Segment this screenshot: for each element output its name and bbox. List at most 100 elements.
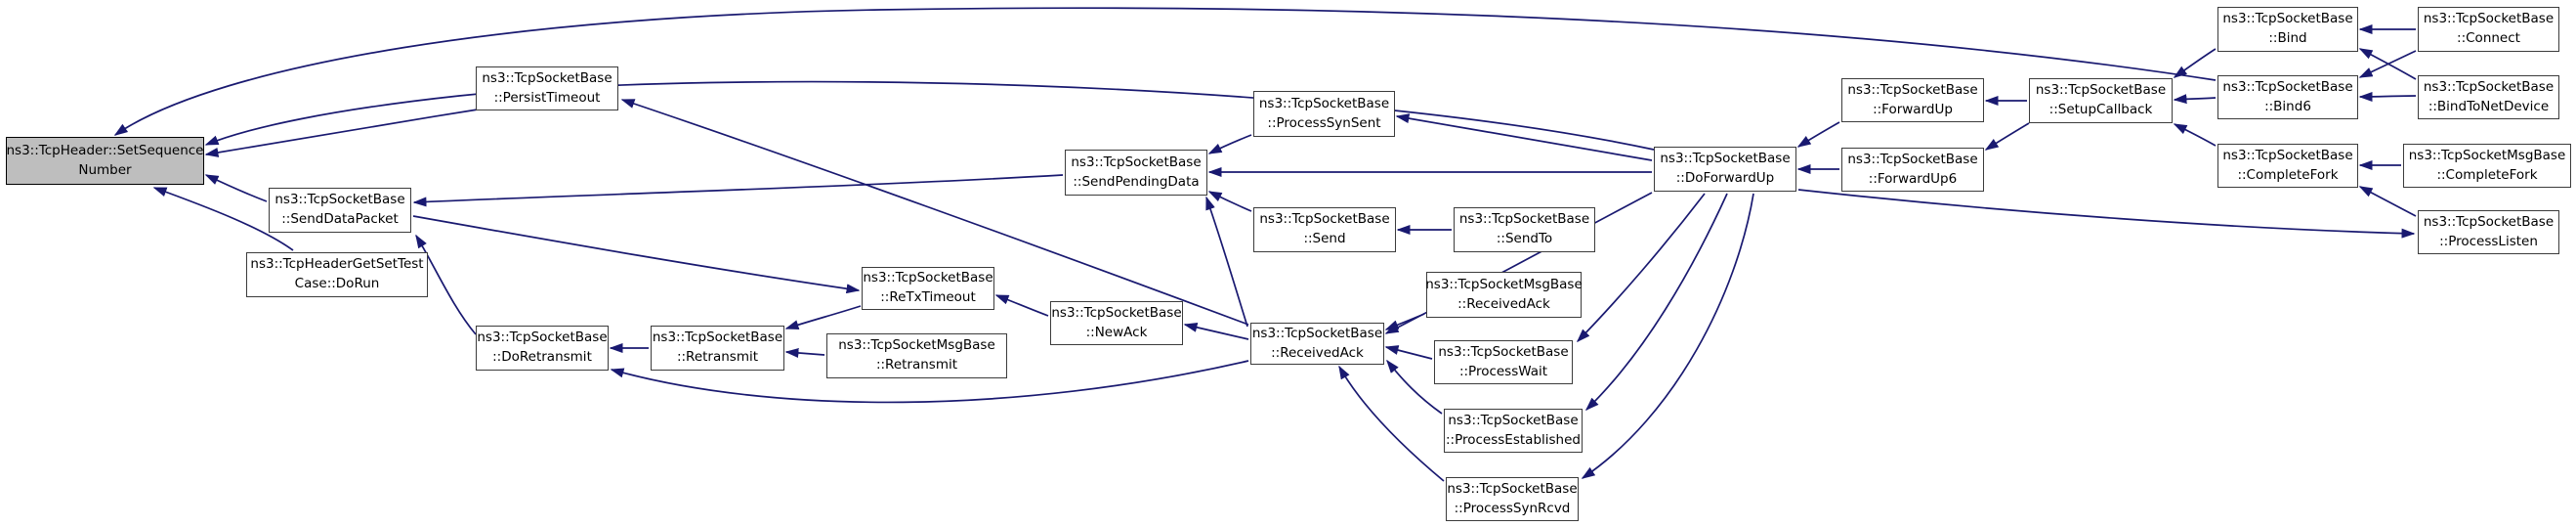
node-bind-to-net-device[interactable]: ns3::TcpSocketBase::BindToNetDevice: [2418, 75, 2559, 119]
node-label-line2: ::BindToNetDevice: [2428, 98, 2550, 114]
node-complete-fork[interactable]: ns3::TcpSocketBase::CompleteFork: [2217, 144, 2358, 188]
edge-msg-retransmit-to-retransmit: [784, 347, 825, 358]
edge-send-to-send-pending-data: [1207, 191, 1252, 212]
edge-setup-callback-to-forward-up6: [1984, 122, 2030, 151]
edge-new-ack-to-retx-timeout: [994, 294, 1049, 317]
node-label-line2: ::SendTo: [1496, 231, 1553, 246]
node-label-line1: ns3::TcpSocketBase: [1458, 211, 1590, 228]
edge-do-forward-up-to-process-syn-sent: [1395, 113, 1653, 161]
node-label-line2: ::DoRetransmit: [492, 349, 592, 365]
edge-received-ack-to-do-retransmit: [610, 360, 1249, 404]
node-send-pending-data[interactable]: ns3::TcpSocketBase::SendPendingData: [1065, 150, 1207, 196]
node-persist-timeout[interactable]: ns3::TcpSocketBase::PersistTimeout: [476, 66, 618, 110]
node-label-line1: ns3::TcpSocketBase: [482, 69, 612, 86]
node-label-line2: ::SendPendingData: [1073, 173, 1200, 190]
edge-send-pending-data-to-send-data-packet: [412, 174, 1064, 207]
node-forward-up[interactable]: ns3::TcpSocketBase::ForwardUp: [1841, 78, 1984, 122]
node-process-syn-sent[interactable]: ns3::TcpSocketBase::ProcessSynSent: [1253, 91, 1395, 137]
node-bind[interactable]: ns3::TcpSocketBase::Bind: [2217, 7, 2358, 52]
node-label-line2: ::Bind: [2268, 30, 2307, 46]
node-label-line2: ::ForwardUp6: [1868, 170, 1958, 187]
edge-do-forward-up-to-set-sequence-number: [204, 80, 1655, 151]
node-process-wait[interactable]: ns3::TcpSocketBase::ProcessWait: [1434, 340, 1573, 384]
edge-connect-to-bind6: [2358, 50, 2417, 78]
node-label-line2: ::SetupCallback: [2048, 102, 2153, 117]
node-label-line1: ns3::TcpSocketMsgBase: [838, 337, 995, 354]
node-send-to[interactable]: ns3::TcpSocketBase::SendTo: [1454, 207, 1595, 252]
edge-process-wait-to-received-ack: [1384, 345, 1433, 360]
node-connect[interactable]: ns3::TcpSocketBase::Connect: [2418, 7, 2559, 52]
node-label-line1: ns3::TcpSocketBase: [1071, 154, 1202, 170]
node-msg-retransmit[interactable]: ns3::TcpSocketMsgBase::Retransmit: [826, 333, 1007, 378]
node-do-forward-up[interactable]: ns3::TcpSocketBase::DoForwardUp: [1654, 147, 1796, 192]
node-do-retransmit[interactable]: ns3::TcpSocketBase::DoRetransmit: [476, 326, 609, 371]
node-label-line2: Case::DoRun: [294, 276, 380, 291]
node-new-ack[interactable]: ns3::TcpSocketBase::NewAck: [1050, 301, 1183, 345]
edge-do-forward-up-to-process-wait: [1576, 193, 1706, 343]
node-label-line2: ::SendDataPacket: [281, 211, 399, 227]
node-retx-timeout[interactable]: ns3::TcpSocketBase::ReTxTimeout: [862, 267, 994, 310]
edge-bind-to-net-device-to-bind6: [2358, 91, 2417, 102]
edge-received-ack-to-new-ack: [1183, 323, 1249, 340]
edge-bind-to-setup-callback: [2173, 48, 2217, 78]
node-label-line1: ns3::TcpSocketBase: [1438, 343, 1569, 360]
node-msg-complete-fork[interactable]: ns3::TcpSocketMsgBase::CompleteFork: [2403, 144, 2571, 188]
node-label-line2: Number: [78, 161, 132, 178]
node-label-line1: ns3::TcpSocketBase: [652, 329, 783, 346]
node-forward-up6[interactable]: ns3::TcpSocketBase::ForwardUp6: [1841, 148, 1984, 192]
node-retransmit[interactable]: ns3::TcpSocketBase::Retransmit: [651, 326, 784, 371]
node-label-line1: ns3::TcpSocketBase: [2423, 11, 2555, 27]
node-label-line1: ns3::TcpSocketBase: [2423, 213, 2555, 230]
edge-process-established-to-received-ack: [1386, 359, 1443, 415]
edge-send-data-packet-to-retx-timeout: [412, 215, 861, 294]
node-label-line2: ::ProcessWait: [1458, 363, 1548, 379]
node-label-line2: ::ProcessSynRcvd: [1454, 500, 1571, 516]
edge-bind6-to-setup-callback: [2173, 94, 2217, 105]
node-label-line2: ::ProcessSynSent: [1267, 114, 1381, 131]
edge-do-forward-up-to-process-listen: [1797, 189, 2416, 239]
node-label-line1: ns3::TcpSocketBase: [1660, 151, 1791, 167]
node-label-line1: ns3::TcpSocketBase: [1051, 304, 1182, 321]
node-label-line2: ::Retransmit: [875, 357, 958, 373]
edge-process-syn-sent-to-send-pending-data: [1207, 134, 1252, 154]
node-label-line1: ns3::TcpSocketBase: [477, 329, 608, 346]
node-label-line1: ns3::TcpSocketBase: [863, 270, 993, 286]
node-received-ack[interactable]: ns3::TcpSocketBase::ReceivedAck: [1250, 323, 1384, 365]
node-label-line1: ns3::TcpSocketBase: [1251, 325, 1383, 341]
node-process-listen[interactable]: ns3::TcpSocketBase::ProcessListen: [2418, 210, 2559, 254]
node-label-line1: ns3::TcpSocketBase: [1448, 412, 1579, 428]
node-label-line2: ::ProcessEstablished: [1446, 431, 1581, 448]
node-send-data-packet[interactable]: ns3::TcpSocketBase::SendDataPacket: [269, 188, 411, 233]
edge-do-forward-up-to-process-established: [1584, 193, 1728, 412]
edge-process-listen-to-complete-fork: [2358, 186, 2417, 217]
node-label-line2: ::DoForwardUp: [1675, 170, 1775, 186]
node-setup-callback[interactable]: ns3::TcpSocketBase::SetupCallback: [2029, 78, 2173, 123]
node-label-line2: ::NewAck: [1085, 324, 1148, 340]
edge-complete-fork-to-setup-callback: [2173, 123, 2217, 147]
node-msg-received-ack[interactable]: ns3::TcpSocketMsgBase::ReceivedAck: [1425, 272, 1583, 318]
node-label-line1: ns3::TcpSocketMsgBase: [2408, 147, 2566, 163]
edge-send-data-packet-to-set-sequence-number: [204, 174, 268, 202]
node-process-syn-rcvd[interactable]: ns3::TcpSocketBase::ProcessSynRcvd: [1446, 477, 1579, 521]
edge-received-ack-to-send-pending-data: [1205, 196, 1248, 328]
node-label-line2: ::CompleteFork: [2237, 166, 2339, 183]
node-label-line1: ns3::TcpSocketBase: [2423, 78, 2555, 95]
node-label-line2: ::Bind6: [2264, 98, 2311, 114]
node-label-line1: ns3::TcpSocketMsgBase: [1425, 276, 1583, 292]
node-send[interactable]: ns3::TcpSocketBase::Send: [1253, 207, 1396, 252]
node-label-line1: ns3::TcpSocketBase: [274, 192, 405, 208]
node-bind6[interactable]: ns3::TcpSocketBase::Bind6: [2217, 75, 2358, 119]
edge-do-retransmit-to-send-data-packet: [415, 234, 477, 335]
edge-do-forward-up-to-received-ack: [1384, 192, 1653, 334]
node-label-line1: ns3::TcpSocketBase: [1447, 480, 1578, 497]
edge-process-syn-rcvd-to-received-ack: [1338, 365, 1445, 482]
edge-received-ack-to-persist-timeout: [620, 99, 1249, 326]
node-process-established[interactable]: ns3::TcpSocketBase::ProcessEstablished: [1444, 409, 1583, 453]
edge-forward-up-to-do-forward-up: [1796, 121, 1840, 148]
node-label-line2: ::Connect: [2457, 30, 2520, 46]
node-label-line1: ns3::TcpSocketBase: [1847, 81, 1978, 98]
edge-do-run-to-set-sequence-number: [152, 187, 294, 251]
node-label-line2: ::PersistTimeout: [493, 89, 601, 106]
